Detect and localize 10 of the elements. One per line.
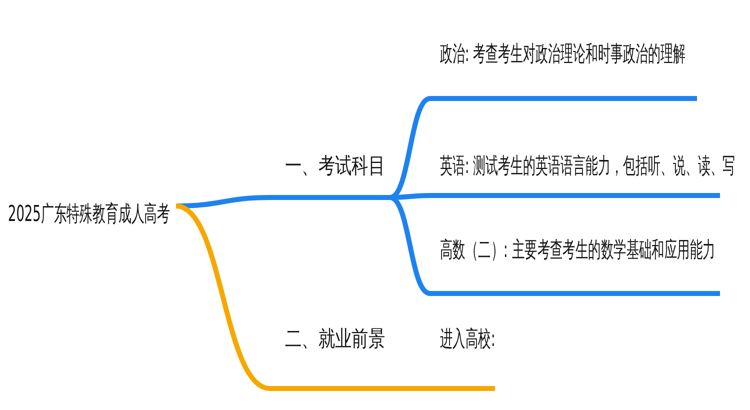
topic-text: 英语: 测试考生的英语语言能力，包括听、说、读、写: [440, 153, 736, 181]
topic-text: 政治: 考查考生对政治理论和时事政治的理解: [440, 41, 686, 69]
topic-text: 一、考试科目: [285, 153, 385, 181]
branch-line: [175, 204, 271, 391]
topic-text: 2025广东特殊教育成人高考: [8, 201, 170, 229]
topic-text: 进入高校:: [440, 326, 496, 354]
branch-line: [385, 386, 400, 391]
topic-text: 二、就业前景: [285, 326, 385, 354]
topic-text: 高数（二）: 主要考查考生的数学基础和应用能力: [440, 237, 716, 265]
branch-line: [390, 193, 430, 200]
